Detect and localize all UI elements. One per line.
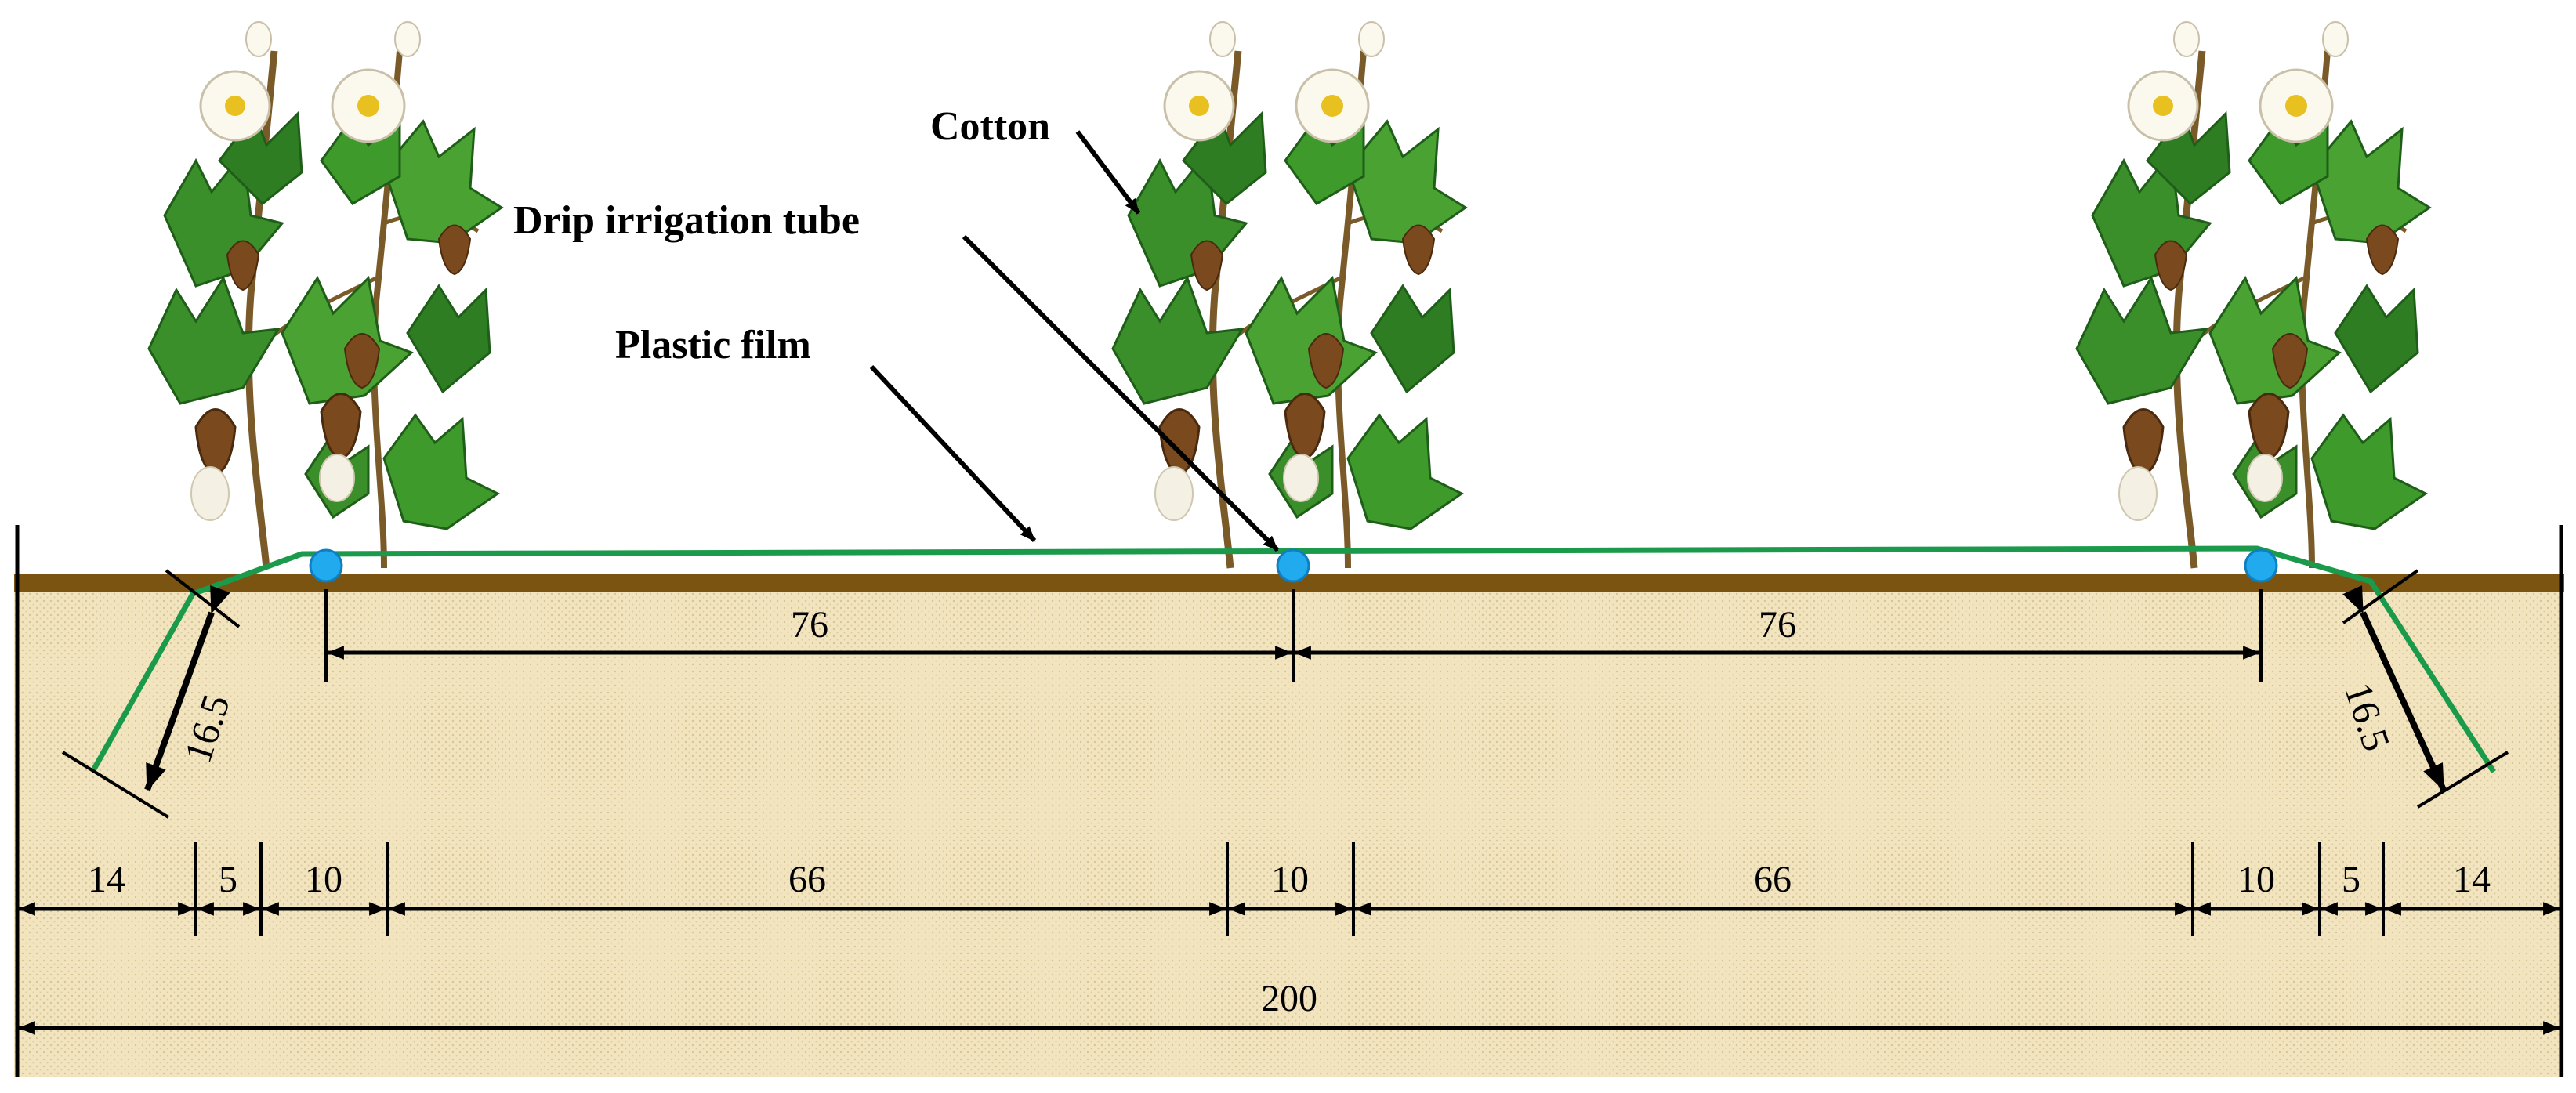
- dimension-segment-66-right: 66: [1754, 859, 1792, 900]
- cotton-plant-icon: [1113, 22, 1466, 568]
- slope-arrow-left: [144, 585, 230, 791]
- dimension-segment-5-left: 5: [219, 859, 237, 900]
- drip-tube-icon: [2244, 548, 2278, 583]
- drip-tube-label: Drip irrigation tube: [513, 198, 860, 243]
- drip-tube-icon: [1276, 548, 1310, 583]
- dimension-segment-14-right: 14: [2453, 859, 2491, 900]
- soil-body: [14, 586, 2564, 1077]
- plastic-film-arrow-icon: [869, 364, 1037, 543]
- dimension-segment-66-left: 66: [788, 859, 826, 900]
- dimension-segment-10-center: 10: [1271, 859, 1309, 900]
- drip-tube-icon: [309, 548, 343, 583]
- dimension-segment-10-left: 10: [305, 859, 342, 900]
- cotton-label: Cotton: [930, 104, 1050, 149]
- drip-tube-arrow-icon: [962, 234, 1280, 552]
- dimension-segment-10-right: 10: [2237, 859, 2275, 900]
- cotton-arrow-icon: [1075, 130, 1141, 215]
- cotton-plant-icon: [149, 22, 502, 568]
- slope-tick-left-bottom: [61, 751, 170, 819]
- slope-arrow-right: [2342, 585, 2447, 791]
- dimension-76-right: 76: [1759, 604, 1796, 646]
- segment-ticks: [16, 842, 2563, 936]
- plastic-film-label: Plastic film: [615, 323, 811, 367]
- dimension-76-left: 76: [791, 604, 828, 646]
- slope-tick-right-bottom: [2416, 751, 2509, 809]
- cotton-plant-icon: [2077, 22, 2429, 568]
- ground-surface: [14, 574, 2564, 592]
- dimension-segment-5-right: 5: [2342, 859, 2360, 900]
- dimension-total: 200: [1261, 978, 1317, 1019]
- dimension-segment-14-left: 14: [88, 859, 125, 900]
